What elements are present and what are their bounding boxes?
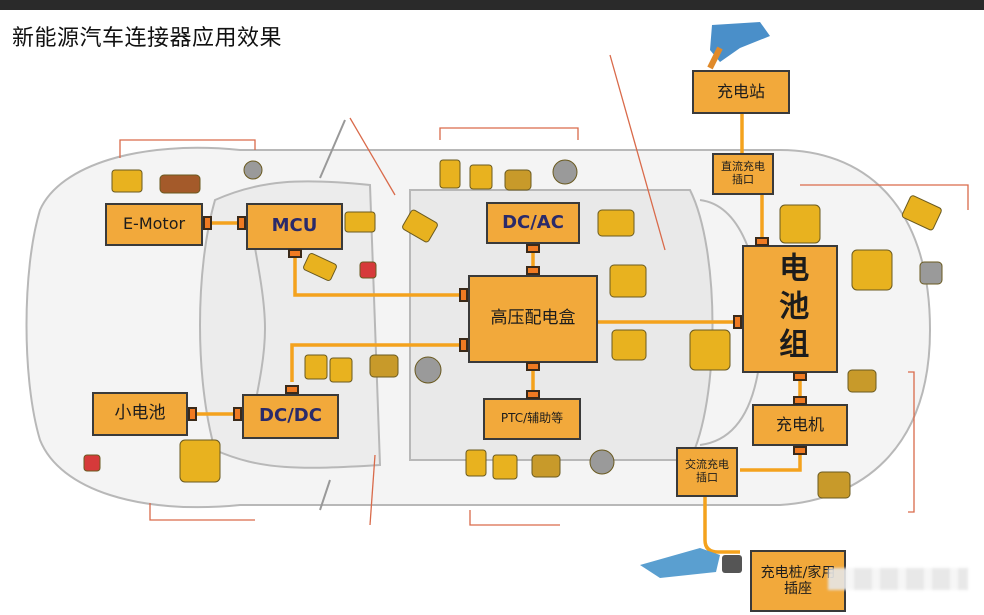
port-dcac-bottom [526,244,540,253]
port-emotor-right [203,216,212,230]
port-battery-bottom [793,372,807,381]
port-charger-top [793,396,807,405]
charger-box: 充电机 [752,404,848,446]
battery-pack-box: 电池组 [742,245,838,373]
dc-ac-box: DC/AC [486,202,580,244]
port-ptc-top [526,390,540,399]
port-dcdc-top [285,385,299,394]
guide-lines [119,54,969,526]
watermark [828,568,968,590]
port-dcdc-left [233,407,242,421]
connector-components [83,159,943,499]
port-hv-left-2 [459,338,468,352]
ac-charging-plug-icon [640,548,742,578]
mcu-box: MCU [246,203,343,250]
port-battery-top [755,237,769,246]
dc-charging-gun-icon [707,22,770,70]
ac-charging-port-box: 交流充电插口 [676,447,738,497]
dc-charging-port-box: 直流充电插口 [712,153,774,195]
port-hv-top [526,266,540,275]
port-hv-left-1 [459,288,468,302]
port-hv-bottom [526,362,540,371]
port-charger-bottom [793,446,807,455]
port-mcu-bottom [288,249,302,258]
connection-lines [192,113,802,554]
hv-distribution-box: 高压配电盒 [468,275,598,363]
dc-dc-box: DC/DC [242,394,339,439]
port-small-battery-right [188,407,197,421]
small-battery-box: 小电池 [92,392,188,436]
e-motor-box: E-Motor [105,203,203,246]
port-battery-left [733,315,742,329]
ptc-box: PTC/辅助等 [483,398,581,440]
charging-station-box: 充电站 [692,70,790,114]
port-mcu-left [237,216,246,230]
page-title: 新能源汽车连接器应用效果 [12,26,283,51]
top-bar [0,0,984,10]
